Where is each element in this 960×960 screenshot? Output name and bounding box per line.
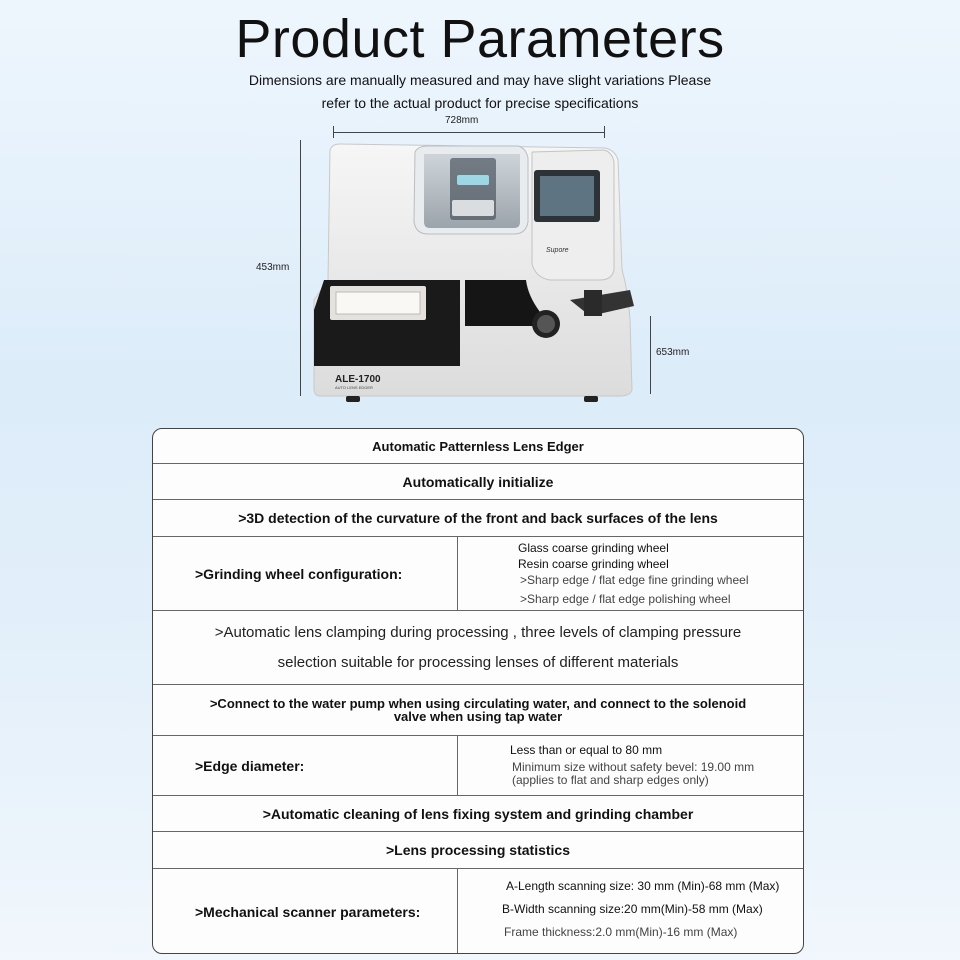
table-row: >Connect to the water pump when using ci… — [153, 685, 803, 736]
spec-product-type: Automatic Patternless Lens Edger — [372, 438, 584, 454]
height-dimension-line — [300, 140, 301, 396]
spec-edge-diameter-label: >Edge diameter: — [153, 736, 458, 795]
width-dimension-tick-right — [604, 126, 605, 138]
spec-grinding-label: >Grinding wheel configuration: — [153, 537, 458, 610]
clamping-line-2: selection suitable for processing lenses… — [277, 653, 679, 671]
table-row: >3D detection of the curvature of the fr… — [153, 500, 803, 537]
page-title: Product Parameters — [235, 9, 725, 69]
edge-value-3: (applies to flat and sharp edges only) — [512, 773, 709, 787]
table-row: >Grinding wheel configuration: Glass coa… — [153, 537, 803, 611]
depth-dimension-label: 653mm — [656, 347, 690, 358]
spec-auto-initialize: Automatically initialize — [402, 473, 554, 490]
scanner-value-2: B-Width scanning size:20 mm(Min)-58 mm (… — [502, 902, 763, 916]
grinding-value-3: >Sharp edge / flat edge fine grinding wh… — [520, 573, 749, 587]
water-line-1: >Connect to the water pump when using ci… — [209, 696, 747, 711]
edge-value-2: Minimum size without safety bevel: 19.00… — [512, 760, 755, 774]
lens-edger-image: Supore ALE-1700 AUTO LENS EDGER — [313, 143, 634, 402]
table-row: >Mechanical scanner parameters: A-Length… — [153, 869, 803, 953]
grinding-value-1: Glass coarse grinding wheel — [518, 541, 669, 555]
table-row: >Edge diameter: Less than or equal to 80… — [153, 736, 803, 796]
spec-clamping: >Automatic lens clamping during processi… — [153, 611, 803, 684]
scanner-value-1: A-Length scanning size: 30 mm (Min)-68 m… — [506, 879, 780, 893]
scanner-value-3: Frame thickness:2.0 mm(Min)-16 mm (Max) — [504, 925, 738, 939]
spec-grinding-values: Glass coarse grinding wheel Resin coarse… — [458, 537, 803, 610]
spec-3d-detection: >3D detection of the curvature of the fr… — [238, 510, 718, 526]
depth-dimension-line — [650, 316, 651, 394]
clamping-line-1: >Automatic lens clamping during processi… — [214, 623, 742, 641]
subtitle-line-2: refer to the actual product for precise … — [321, 95, 639, 111]
edge-value-1: Less than or equal to 80 mm — [510, 743, 663, 757]
subtitle-line-1: Dimensions are manually measured and may… — [248, 72, 712, 88]
model-subname: AUTO LENS EDGER — [335, 385, 373, 390]
table-row: >Lens processing statistics — [153, 832, 803, 869]
height-dimension-label: 453mm — [256, 262, 290, 273]
brand-text: Supore — [546, 247, 569, 254]
spec-statistics: >Lens processing statistics — [385, 842, 571, 858]
grinding-value-4: >Sharp edge / flat edge polishing wheel — [520, 592, 731, 606]
width-dimension-line — [334, 132, 604, 133]
table-row: Automatic Patternless Lens Edger — [153, 429, 803, 464]
spec-edge-diameter-values: Less than or equal to 80 mm Minimum size… — [458, 736, 803, 795]
spec-scanner-values: A-Length scanning size: 30 mm (Min)-68 m… — [458, 869, 803, 953]
spec-water: >Connect to the water pump when using ci… — [153, 685, 803, 735]
table-row: >Automatic lens clamping during processi… — [153, 611, 803, 685]
spec-auto-cleaning: >Automatic cleaning of lens fixing syste… — [262, 805, 694, 822]
width-dimension-label: 728mm — [445, 115, 479, 126]
water-line-2: valve when using tap water — [393, 709, 563, 724]
spec-table: Automatic Patternless Lens Edger Automat… — [152, 428, 804, 954]
table-row: Automatically initialize — [153, 464, 803, 500]
table-row: >Automatic cleaning of lens fixing syste… — [153, 796, 803, 832]
width-dimension-tick-left — [333, 126, 334, 138]
model-name: ALE-1700 — [335, 374, 381, 385]
grinding-value-2: Resin coarse grinding wheel — [518, 557, 669, 571]
spec-scanner-label: >Mechanical scanner parameters: — [153, 869, 458, 953]
